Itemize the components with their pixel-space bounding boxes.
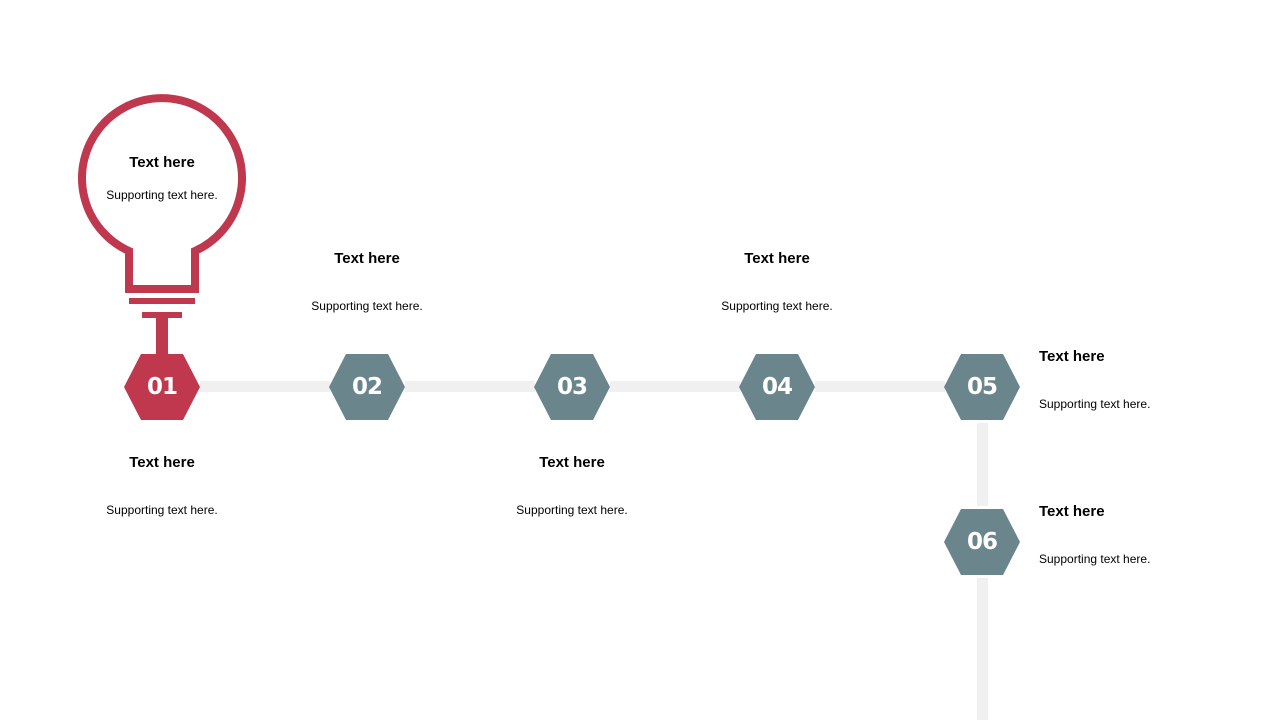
step-03-title: Text here (539, 454, 605, 471)
step-04-subtitle: Supporting text here. (721, 299, 833, 313)
hexagon-shape (329, 354, 405, 420)
step-06-subtitle: Supporting text here. (1039, 552, 1151, 566)
step-06-title: Text here (1039, 503, 1105, 520)
step-02-number: 02 (351, 374, 383, 400)
bulb-base-bar (129, 298, 195, 304)
step-06-text: Text here Supporting text here. (1039, 503, 1219, 567)
step-04-hexagon: 04 (739, 354, 815, 420)
bulb-stem-top (142, 312, 182, 318)
hexagon-shape (944, 509, 1020, 575)
hexagon-shape (124, 354, 200, 420)
connector-06-down (977, 578, 988, 720)
step-01-subtitle: Supporting text here. (106, 503, 218, 517)
connector-01-02 (200, 381, 330, 392)
step-01-text: Text here Supporting text here. (72, 454, 252, 518)
step-02-hexagon: 02 (329, 354, 405, 420)
step-04-title: Text here (744, 250, 810, 267)
step-05-text: Text here Supporting text here. (1039, 348, 1219, 412)
step-04-number: 04 (761, 374, 793, 400)
step-04-text: Text here Supporting text here. (687, 250, 867, 314)
step-03-hexagon: 03 (534, 354, 610, 420)
connector-04-05 (815, 381, 945, 392)
step-03-number: 03 (556, 374, 588, 400)
hexagon-shape (944, 354, 1020, 420)
step-05-hexagon: 05 (944, 354, 1020, 420)
bulb-title: Text here (129, 154, 195, 171)
bulb-stem (156, 316, 168, 355)
step-06-number: 06 (966, 529, 998, 555)
step-05-title: Text here (1039, 348, 1105, 365)
step-01-number: 01 (146, 374, 178, 400)
hexagon-shape (534, 354, 610, 420)
bulb-outline (78, 94, 246, 293)
step-05-subtitle: Supporting text here. (1039, 397, 1151, 411)
bulb-text: Text here Supporting text here. (72, 154, 252, 203)
connector-05-06 (977, 423, 988, 506)
step-03-subtitle: Supporting text here. (516, 503, 628, 517)
step-01-title: Text here (129, 454, 195, 471)
step-01-hexagon: 01 (124, 354, 200, 420)
step-02-text: Text here Supporting text here. (277, 250, 457, 314)
step-03-text: Text here Supporting text here. (482, 454, 662, 518)
step-02-title: Text here (334, 250, 400, 267)
step-02-subtitle: Supporting text here. (311, 299, 423, 313)
step-06-hexagon: 06 (944, 509, 1020, 575)
hexagon-shape (739, 354, 815, 420)
lightbulb-icon (78, 94, 246, 355)
bulb-subtitle: Supporting text here. (106, 188, 218, 202)
step-05-number: 05 (966, 374, 998, 400)
connector-03-04 (610, 381, 740, 392)
connector-02-03 (405, 381, 535, 392)
